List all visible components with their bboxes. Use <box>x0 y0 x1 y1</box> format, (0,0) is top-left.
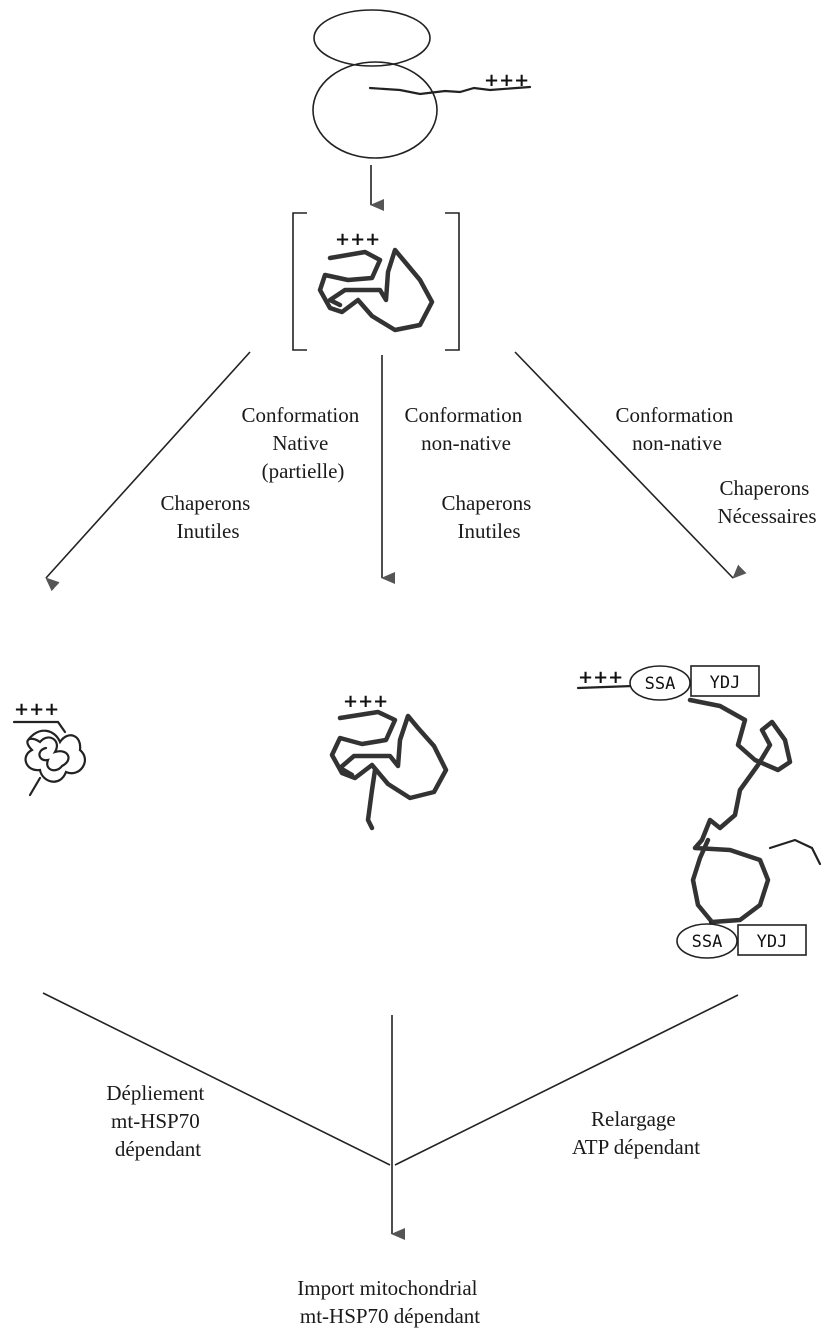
ssa-chaperone-bottom: SSA <box>676 923 738 959</box>
label-conformation-nonnative-right: Conformation non-native <box>615 403 738 455</box>
native-charge: +++ <box>343 691 388 712</box>
ribosome-small-subunit <box>313 9 431 67</box>
svg-text:SSA: SSA <box>692 932 723 952</box>
protein-compact-native: +++ <box>12 699 86 797</box>
intermediate-bracket: +++ <box>292 212 460 351</box>
ribosome: +++ <box>312 9 532 159</box>
label-import-mitochondrial: Import mitochondrial mt-HSP70 dépendant <box>297 1276 482 1328</box>
label-conformation-nonnative-middle: Conformation non-native <box>404 403 527 455</box>
line-converge-left <box>42 992 391 1166</box>
ydj-cochaperone-bottom: YDJ <box>737 924 807 956</box>
nascent-chain-charge: +++ <box>484 70 529 91</box>
protein-native-fold: +++ <box>329 691 449 831</box>
line-converge-right <box>394 994 739 1166</box>
label-depliement: Dépliement mt-HSP70 dépendant <box>106 1081 209 1161</box>
intermediate-charge: +++ <box>335 229 380 250</box>
arrow-branch-right <box>514 351 747 579</box>
svg-text:YDJ: YDJ <box>710 673 741 693</box>
arrow-branch-left <box>45 351 251 592</box>
label-chaperons-middle: Chaperons Inutiles <box>441 491 536 543</box>
complex-charge: +++ <box>578 667 623 688</box>
nascent-chain <box>368 85 532 96</box>
ribosome-large-subunit <box>312 61 438 159</box>
label-chaperons-left: Chaperons Inutiles <box>160 491 255 543</box>
label-relargage: Relargage ATP dépendant <box>572 1107 700 1159</box>
compact-charge: +++ <box>14 699 59 720</box>
intermediate-fold <box>317 247 435 333</box>
label-conformation-native: Conformation Native (partielle) <box>241 403 364 483</box>
svg-text:SSA: SSA <box>645 674 676 694</box>
label-chaperons-right: Chaperons Nécessaires <box>717 476 816 528</box>
protein-chaperone-complex: +++ SSA YDJ SSA YDJ <box>576 665 822 959</box>
ydj-cochaperone-top: YDJ <box>690 665 760 697</box>
svg-text:YDJ: YDJ <box>757 932 788 952</box>
ssa-chaperone-top: SSA <box>629 665 691 701</box>
